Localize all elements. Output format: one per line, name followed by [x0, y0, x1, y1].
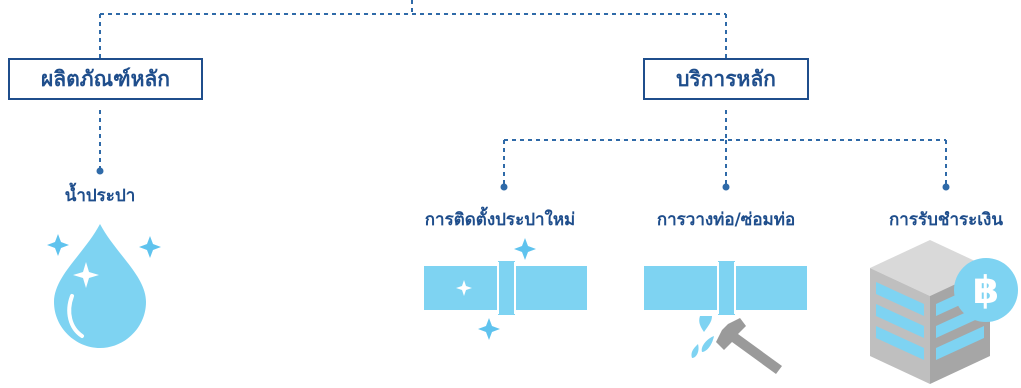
service-item-new-install: การติดตั้งประปาใหม่ — [424, 210, 576, 230]
wrench-icon — [716, 318, 782, 374]
connector-dots — [96, 167, 950, 191]
products-category-box: ผลิตภัณฑ์หลัก — [8, 58, 203, 100]
water-drop-icon — [47, 224, 161, 348]
sparkle-icon — [139, 236, 161, 258]
connector-dot — [500, 183, 508, 191]
product-item-water: น้ำประปา — [64, 186, 136, 206]
bitcoin-server-icon: ฿ — [870, 240, 1018, 384]
pipe-repair-icon — [644, 261, 807, 374]
service-item-pipe-repair: การวางท่อ/ซ่อมท่อ — [656, 210, 796, 230]
baht-coin-icon — [954, 258, 1018, 322]
sparkle-icon — [47, 234, 69, 256]
services-category-title: บริการหลัก — [676, 66, 776, 91]
connector-dot — [96, 167, 104, 175]
services-category-box: บริการหลัก — [643, 58, 809, 100]
pipe-install-icon — [424, 238, 587, 340]
connector-dot — [942, 183, 950, 191]
connector-lines — [99, 0, 947, 186]
service-item-payment: การรับชำระเงิน — [889, 210, 1003, 230]
products-category-title: ผลิตภัณฑ์หลัก — [41, 66, 170, 91]
baht-symbol: ฿ — [973, 268, 999, 312]
connector-dot — [722, 183, 730, 191]
